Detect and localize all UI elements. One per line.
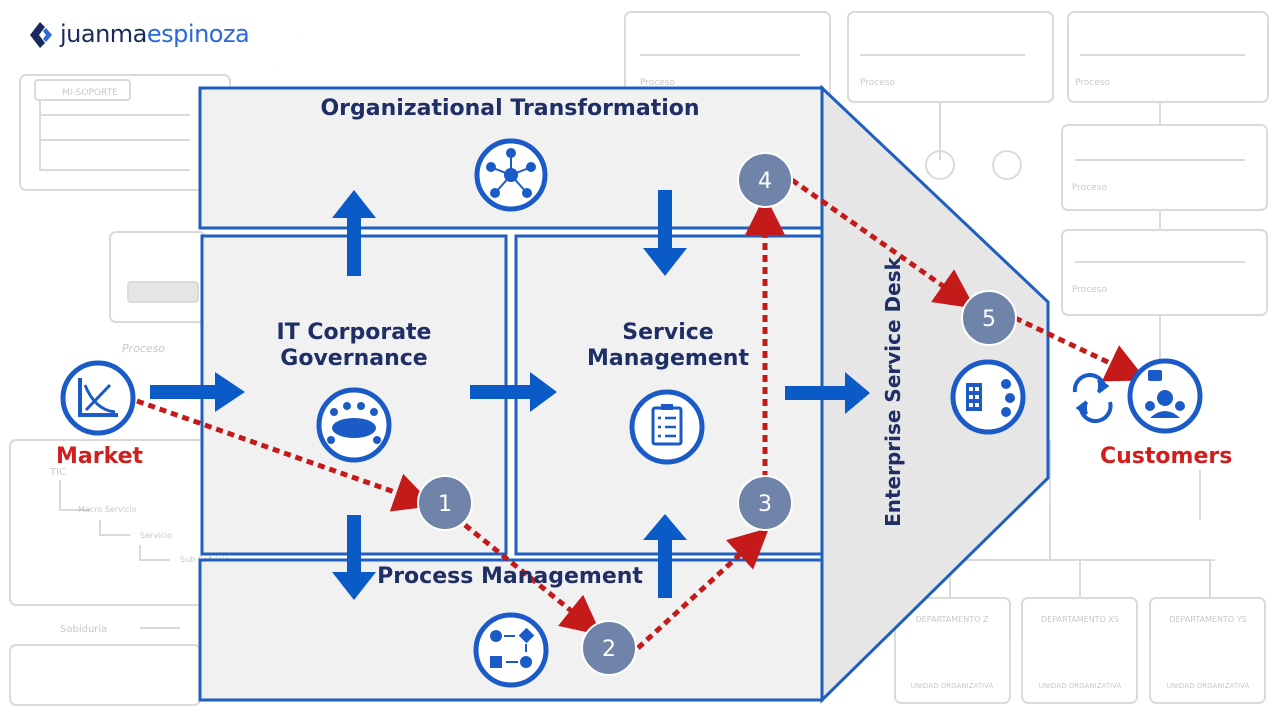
enterprise-desk-icon [950,359,1026,435]
bg-process-3: Proceso [1075,78,1110,88]
process-flow-icon [473,612,549,688]
bg-sabiduria: Sabiduría [60,623,107,635]
right-arrow-governance [470,372,557,412]
brand-mark-icon [30,22,52,48]
down-arrow-process [332,515,376,600]
checklist-icon [629,389,705,465]
main-frame [198,84,1050,704]
brand-name-part2: espinoza [146,20,250,48]
network-icon [474,138,548,212]
background-process-map [9,11,1269,706]
value-path [136,177,1147,650]
brand-logo: juanmaespinoza [0,0,300,70]
customers-label: Customers [1100,444,1233,469]
step-node-1: 1 [417,475,473,531]
bg-process-label: Proceso [122,342,165,355]
down-arrow-service [643,190,687,276]
step-1-label: 1 [438,492,452,517]
it-governance-title: IT Corporate Governance [276,320,432,372]
organizational-title: Organizational Transformation [320,96,700,121]
right-arrow-market [150,372,245,412]
step-5-label: 5 [982,307,996,332]
bg-dept-1: DEPARTAMENTO Z [916,615,989,624]
bg-dept-3: DEPARTAMENTO YS [1169,615,1246,624]
bg-process-5: Proceso [1072,285,1107,295]
step-node-2: 2 [581,620,637,676]
bg-unit-3: UNIDAD ORGANIZATIVA [1167,682,1250,690]
step-node-5: 5 [961,290,1017,346]
bg-macro: Macro Servicio [78,505,137,514]
bg-tic: TIC [49,467,66,478]
step-4-label: 4 [758,169,772,194]
customers-icon [1127,358,1203,434]
market-icon [60,360,136,436]
step-2-label: 2 [602,637,616,662]
bg-process-1: Proceso [640,78,675,88]
brand-name: juanmaespinoza [60,20,250,48]
bg-top-label: MI-SOPORTE [62,88,118,98]
flow-arrows [150,190,870,600]
bg-process-2: Proceso [860,78,895,88]
bg-unit-1: UNIDAD ORGANIZATIVA [911,682,994,690]
process-management-title: Process Management [377,564,643,589]
bg-process-4: Proceso [1072,183,1107,193]
service-desk-label: Enterprise Service Desk [881,256,905,527]
bg-unit-2: UNIDAD ORGANIZATIVA [1039,682,1122,690]
background-labels: MI-SOPORTE Proceso Proceso Proceso Proce… [49,78,1249,690]
cycle-icon [1072,373,1113,424]
service-management-title: Service Management [587,320,749,372]
market-label: Market [56,444,144,469]
right-arrow-service [785,372,870,414]
step-node-4: 4 [737,152,793,208]
up-arrow-governance [332,190,376,276]
meeting-icon [316,387,392,463]
step-node-3: 3 [737,475,793,531]
up-arrow-service [643,514,687,598]
bg-service: Servicio [140,531,172,540]
brand-name-part1: juanma [60,20,147,48]
step-3-label: 3 [758,492,772,517]
bg-dept-2: DEPARTAMENTO XS [1041,615,1119,624]
